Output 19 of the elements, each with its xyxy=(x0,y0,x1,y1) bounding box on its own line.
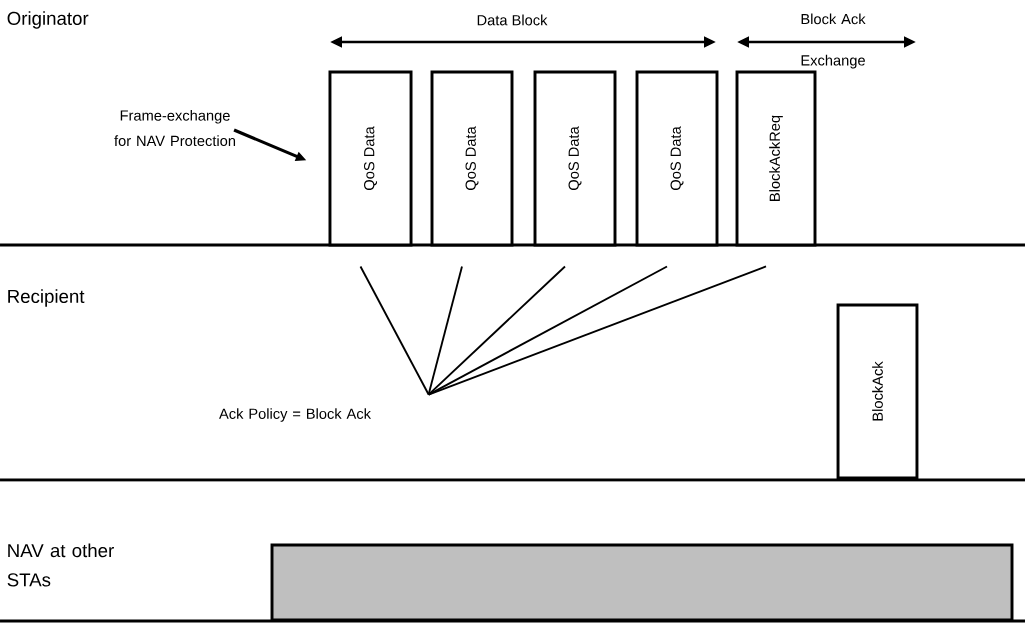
leader-line xyxy=(427,265,463,396)
frame-box: QoS Data xyxy=(430,70,514,247)
span-label: Block Ack Exchange xyxy=(801,13,866,69)
lane-label: Recipient xyxy=(8,289,85,307)
nav-bar xyxy=(270,543,1014,622)
lane-label: Originator xyxy=(7,11,89,29)
frame-box: BlockAck xyxy=(836,303,919,480)
frame-box: QoS Data xyxy=(635,70,719,247)
frame-box: QoS Data xyxy=(328,70,413,247)
span-label: Data Block xyxy=(477,14,548,26)
frame-box: BlockAckReq xyxy=(735,70,817,247)
note-text: Frame-exchange for NAV Protection xyxy=(114,109,236,147)
frame-box: QoS Data xyxy=(533,70,617,247)
leader-line xyxy=(427,265,767,396)
leader-line xyxy=(427,265,668,396)
note-text: Ack Policy = Block Ack xyxy=(219,408,371,422)
lane-label: NAV at other STAs xyxy=(7,543,114,587)
leader-line xyxy=(427,265,566,396)
leader-line xyxy=(359,265,430,396)
